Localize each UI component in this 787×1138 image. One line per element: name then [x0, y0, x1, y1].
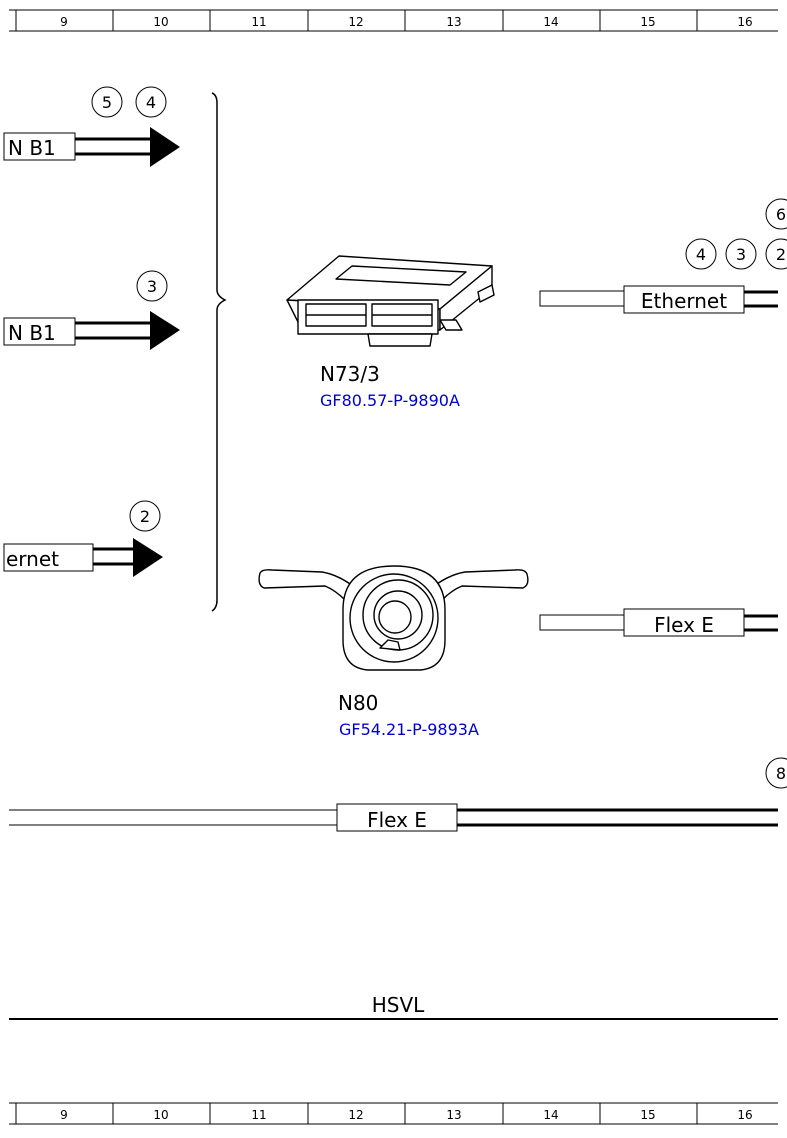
ruler-col: 15 — [640, 15, 655, 29]
left-connector-3[interactable]: ernet 2 — [3, 500, 163, 577]
steering-switch-icon[interactable] — [258, 565, 529, 671]
ruler-col: 11 — [251, 15, 266, 29]
connector-label: N B1 — [8, 321, 56, 345]
left-connector-2[interactable]: N B1 3 — [3, 270, 180, 350]
ruler-col: 16 — [737, 1108, 752, 1122]
ruler-col: 14 — [543, 15, 558, 29]
ref-badge: 4 — [696, 245, 706, 264]
component-id: N80 — [338, 691, 378, 715]
component-id: N73/3 — [320, 362, 380, 386]
ref-badge: 2 — [140, 507, 150, 526]
connector-label: N B1 — [8, 136, 56, 160]
ref-badge: 3 — [147, 277, 157, 296]
ruler-col: 15 — [640, 1108, 655, 1122]
ruler-col: 14 — [543, 1108, 558, 1122]
ruler-col: 10 — [153, 15, 168, 29]
ref-badge: 4 — [146, 93, 156, 112]
ref-badge: 3 — [736, 245, 746, 264]
top-ruler: 9 10 11 12 13 14 15 16 — [9, 9, 778, 32]
bus-label: Flex E — [367, 808, 427, 832]
ruler-col: 13 — [446, 1108, 461, 1122]
ref-badge: 8 — [776, 764, 786, 783]
ref-badge: 6 — [776, 205, 786, 224]
ruler-col: 10 — [153, 1108, 168, 1122]
component-ref-link[interactable]: GF80.57-P-9890A — [320, 391, 460, 410]
ref-badge: 2 — [776, 245, 786, 264]
grouping-brace — [211, 92, 227, 612]
component-ref-link[interactable]: GF54.21-P-9893A — [339, 720, 479, 739]
ruler-col: 9 — [60, 1108, 68, 1122]
ruler-col: 16 — [737, 15, 752, 29]
ruler-col: 13 — [446, 15, 461, 29]
ruler-col: 12 — [348, 15, 363, 29]
section-label: HSVL — [372, 993, 425, 1017]
arrow-right-icon — [150, 127, 180, 167]
arrow-right-icon — [133, 538, 163, 577]
wire-label: Ethernet — [641, 289, 727, 313]
wire-flex-e[interactable]: Flex E — [539, 608, 778, 637]
connector-label: ernet — [6, 547, 59, 571]
arrow-right-icon — [150, 311, 180, 350]
ref-badge: 5 — [102, 93, 112, 112]
ruler-col: 12 — [348, 1108, 363, 1122]
wire-ethernet[interactable]: Ethernet 4 3 2 6 — [539, 198, 787, 314]
bus-flex-e[interactable]: Flex E 8 — [9, 757, 787, 832]
ruler-col: 11 — [251, 1108, 266, 1122]
bottom-ruler: 9 10 11 12 13 14 15 16 — [9, 1102, 778, 1125]
control-unit-icon[interactable] — [286, 255, 495, 347]
left-connector-1[interactable]: N B1 5 4 — [3, 86, 180, 167]
ruler-col: 9 — [60, 15, 68, 29]
wire-label: Flex E — [654, 613, 714, 637]
